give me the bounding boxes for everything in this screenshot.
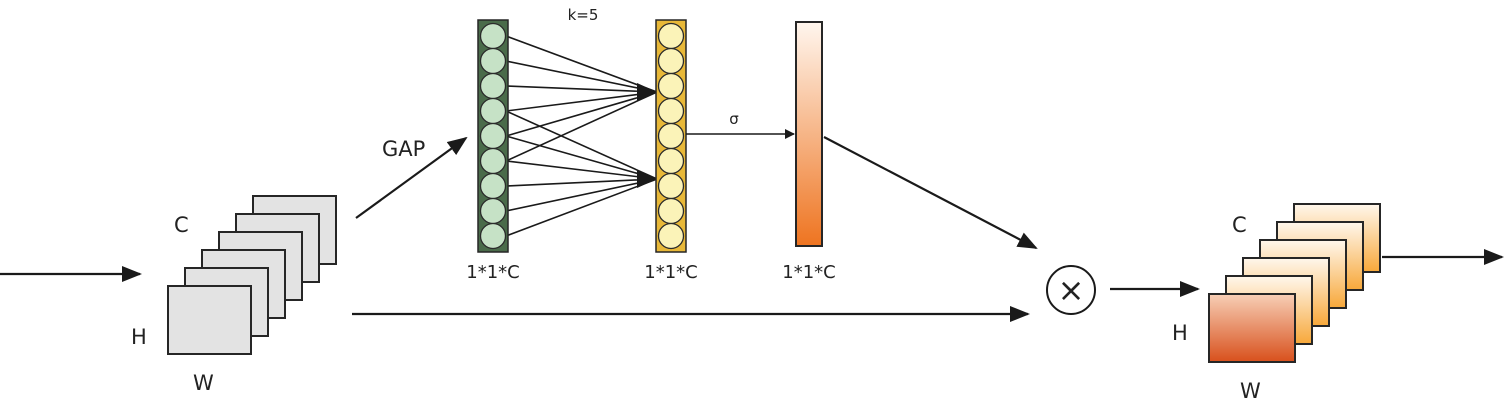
conv1d-connection-line: [505, 110, 658, 180]
gap-vector-node: [479, 222, 507, 250]
input-w-label: W: [193, 371, 214, 395]
conv-vector-node: [657, 197, 685, 225]
multiply-operator: [1046, 265, 1096, 315]
conv-vector-node: [657, 222, 685, 250]
sigmoid-label: σ: [729, 110, 739, 128]
conv1d-connection-line: [505, 60, 658, 93]
gap-vector-node: [479, 197, 507, 225]
gap-vector-label: 1*1*C: [466, 262, 519, 283]
gap-vector-node: [479, 97, 507, 125]
gap-arrow: [355, 136, 468, 219]
conv1d-arrowhead: [637, 83, 657, 101]
conv1d-connection-line: [505, 91, 658, 162]
gap-vector-node: [479, 47, 507, 75]
gap-vector-node: [479, 72, 507, 100]
conv1d-connection-line: [505, 160, 658, 180]
input-feature-map-slice: [167, 285, 252, 355]
output-feature-map-slice: [1208, 293, 1296, 363]
gap-vector-node: [479, 122, 507, 150]
output-c-label: C: [1232, 213, 1247, 237]
conv1d-connection-line: [505, 178, 658, 237]
conv1d-connection-line: [505, 85, 658, 93]
input-feature-map-stack: [167, 195, 337, 355]
gap-vector-node: [479, 22, 507, 50]
sigmoid-weight-bar: [795, 21, 823, 247]
attention-to-multiply-arrow: [823, 136, 1038, 249]
conv-vector-node: [657, 172, 685, 200]
conv-vector-label: 1*1*C: [644, 262, 697, 283]
output-w-label: W: [1240, 379, 1261, 403]
conv-output-vector: [655, 19, 687, 253]
gap-label: GAP: [382, 137, 425, 161]
kernel-size-label: k=5: [568, 6, 599, 24]
conv-vector-node: [657, 47, 685, 75]
conv1d-connections: [505, 35, 658, 237]
conv1d-connection-line: [505, 91, 658, 137]
sigmoid-vector-label: 1*1*C: [782, 262, 835, 283]
conv-vector-node: [657, 22, 685, 50]
input-h-label: H: [131, 325, 147, 349]
conv-vector-node: [657, 72, 685, 100]
conv-vector-node: [657, 97, 685, 125]
input-c-label: C: [174, 213, 189, 237]
conv1d-arrowhead: [637, 170, 657, 188]
multiply-icon: ×: [1058, 271, 1085, 309]
conv-vector-node: [657, 122, 685, 150]
output-feature-map-stack: [1208, 203, 1381, 363]
gap-vector: [477, 19, 509, 253]
gap-vector-node: [479, 147, 507, 175]
conv1d-connection-line: [505, 135, 658, 180]
conv1d-connection-line: [505, 35, 658, 93]
output-h-label: H: [1172, 321, 1188, 345]
conv-vector-node: [657, 147, 685, 175]
gap-vector-node: [479, 172, 507, 200]
conv1d-connection-line: [505, 91, 658, 112]
conv1d-connection-line: [505, 178, 658, 187]
conv1d-connection-line: [505, 178, 658, 212]
